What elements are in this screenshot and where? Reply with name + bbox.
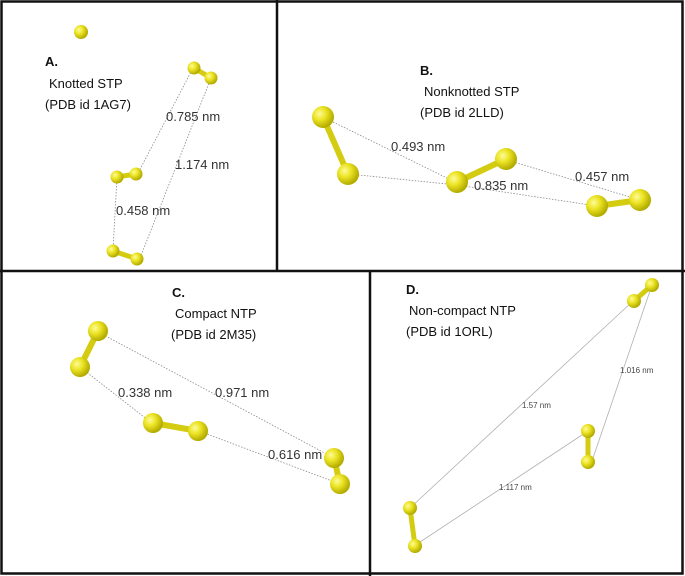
panel-title: Compact NTP — [175, 306, 257, 321]
panel-pdb-id: (PDB id 2M35) — [171, 327, 256, 342]
panel-title: Nonknotted STP — [424, 84, 519, 99]
distance-label: 0.338 nm — [118, 385, 172, 400]
panel-letter: A. — [45, 54, 58, 69]
panel-d: D. Non-compact NTP (PDB id 1ORL) 1.57 nm… — [403, 278, 659, 553]
disulfide-bond — [312, 106, 359, 185]
distance-label: 0.785 nm — [166, 109, 220, 124]
panel-a: A. Knotted STP (PDB id 1AG7) 0.785 nm 1.… — [45, 25, 229, 266]
distance-lines — [112, 69, 212, 259]
distance-label: 0.493 nm — [391, 139, 445, 154]
distance-label: 1.174 nm — [175, 157, 229, 172]
panel-letter: D. — [406, 282, 419, 297]
distance-label: 0.616 nm — [268, 447, 322, 462]
disulfide-bond — [403, 501, 422, 553]
disulfide-bond — [586, 189, 651, 217]
distance-lines — [79, 332, 341, 485]
disulfide-bond — [627, 278, 659, 308]
distance-label: 0.971 nm — [215, 385, 269, 400]
sulfur-atom — [74, 25, 88, 39]
distance-lines — [324, 117, 641, 207]
distance-label: 0.457 nm — [575, 169, 629, 184]
panel-letter: B. — [420, 63, 433, 78]
disulfide-bond — [110, 167, 143, 184]
panel-pdb-id: (PDB id 2LLD) — [420, 105, 504, 120]
panel-c: C. Compact NTP (PDB id 2M35) 0.338 nm 0.… — [70, 285, 350, 494]
disulfide-bond — [324, 448, 350, 494]
distance-label: 1.016 nm — [620, 366, 654, 375]
panel-letter: C. — [172, 285, 185, 300]
disulfide-bond — [187, 61, 218, 85]
panel-title: Non-compact NTP — [409, 303, 516, 318]
distance-label: 0.458 nm — [116, 203, 170, 218]
disulfide-bond — [143, 413, 208, 441]
panel-pdb-id: (PDB id 1AG7) — [45, 97, 131, 112]
disulfide-bond — [70, 321, 108, 377]
disulfide-bond — [581, 424, 595, 469]
panel-pdb-id: (PDB id 1ORL) — [406, 324, 493, 339]
distance-label: 1.117 nm — [499, 483, 532, 492]
disulfide-bond — [106, 244, 144, 266]
distance-label: 0.835 nm — [474, 178, 528, 193]
panel-b: B. Nonknotted STP (PDB id 2LLD) 0.493 nm… — [312, 63, 651, 217]
distance-lines — [409, 284, 653, 547]
distance-label: 1.57 nm — [522, 401, 551, 410]
panel-title: Knotted STP — [49, 76, 123, 91]
disulfide-bond — [446, 148, 517, 193]
